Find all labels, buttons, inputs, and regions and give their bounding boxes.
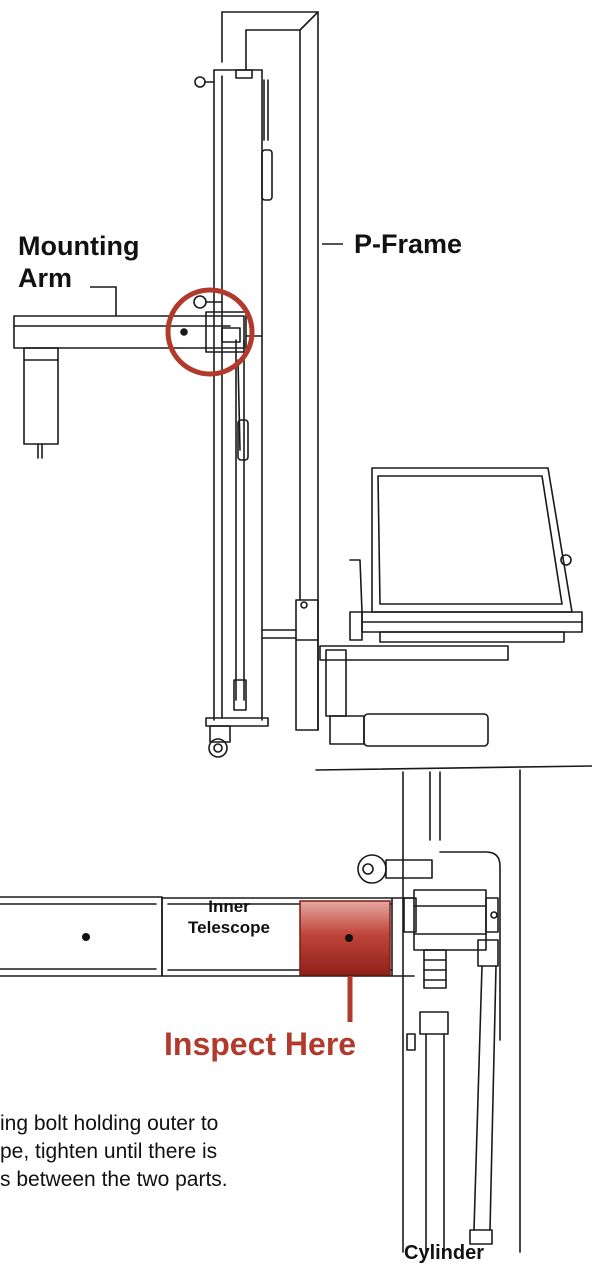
cylinder-label: Cylinder xyxy=(404,1242,485,1264)
p-frame xyxy=(221,11,319,731)
mounting-arm xyxy=(13,295,263,459)
instruction-line: s between the two parts. xyxy=(0,1168,228,1191)
mounting-arm-leader xyxy=(90,286,117,316)
closeup-frame xyxy=(315,765,592,1253)
inspect-here-label: Inspect Here xyxy=(164,1026,357,1062)
instruction-line: pe, tighten until there is xyxy=(0,1140,218,1163)
mounting-arm-label: Mounting Arm xyxy=(18,231,140,293)
outer-bolt-dot xyxy=(82,933,90,941)
seat xyxy=(261,467,583,747)
highlight-circle xyxy=(165,287,255,377)
inner-telescope-label: Inner Telescope xyxy=(188,897,270,937)
lift-rod xyxy=(233,79,273,711)
instruction-line: ing bolt holding outer to xyxy=(0,1112,219,1135)
instruction-text: ing bolt holding outer to pe, tighten un… xyxy=(0,1110,396,1194)
outer-telescope-tube xyxy=(0,896,163,977)
p-frame-label: P-Frame xyxy=(354,229,463,259)
mast xyxy=(194,69,269,758)
inner-bolt-dot xyxy=(345,934,353,942)
